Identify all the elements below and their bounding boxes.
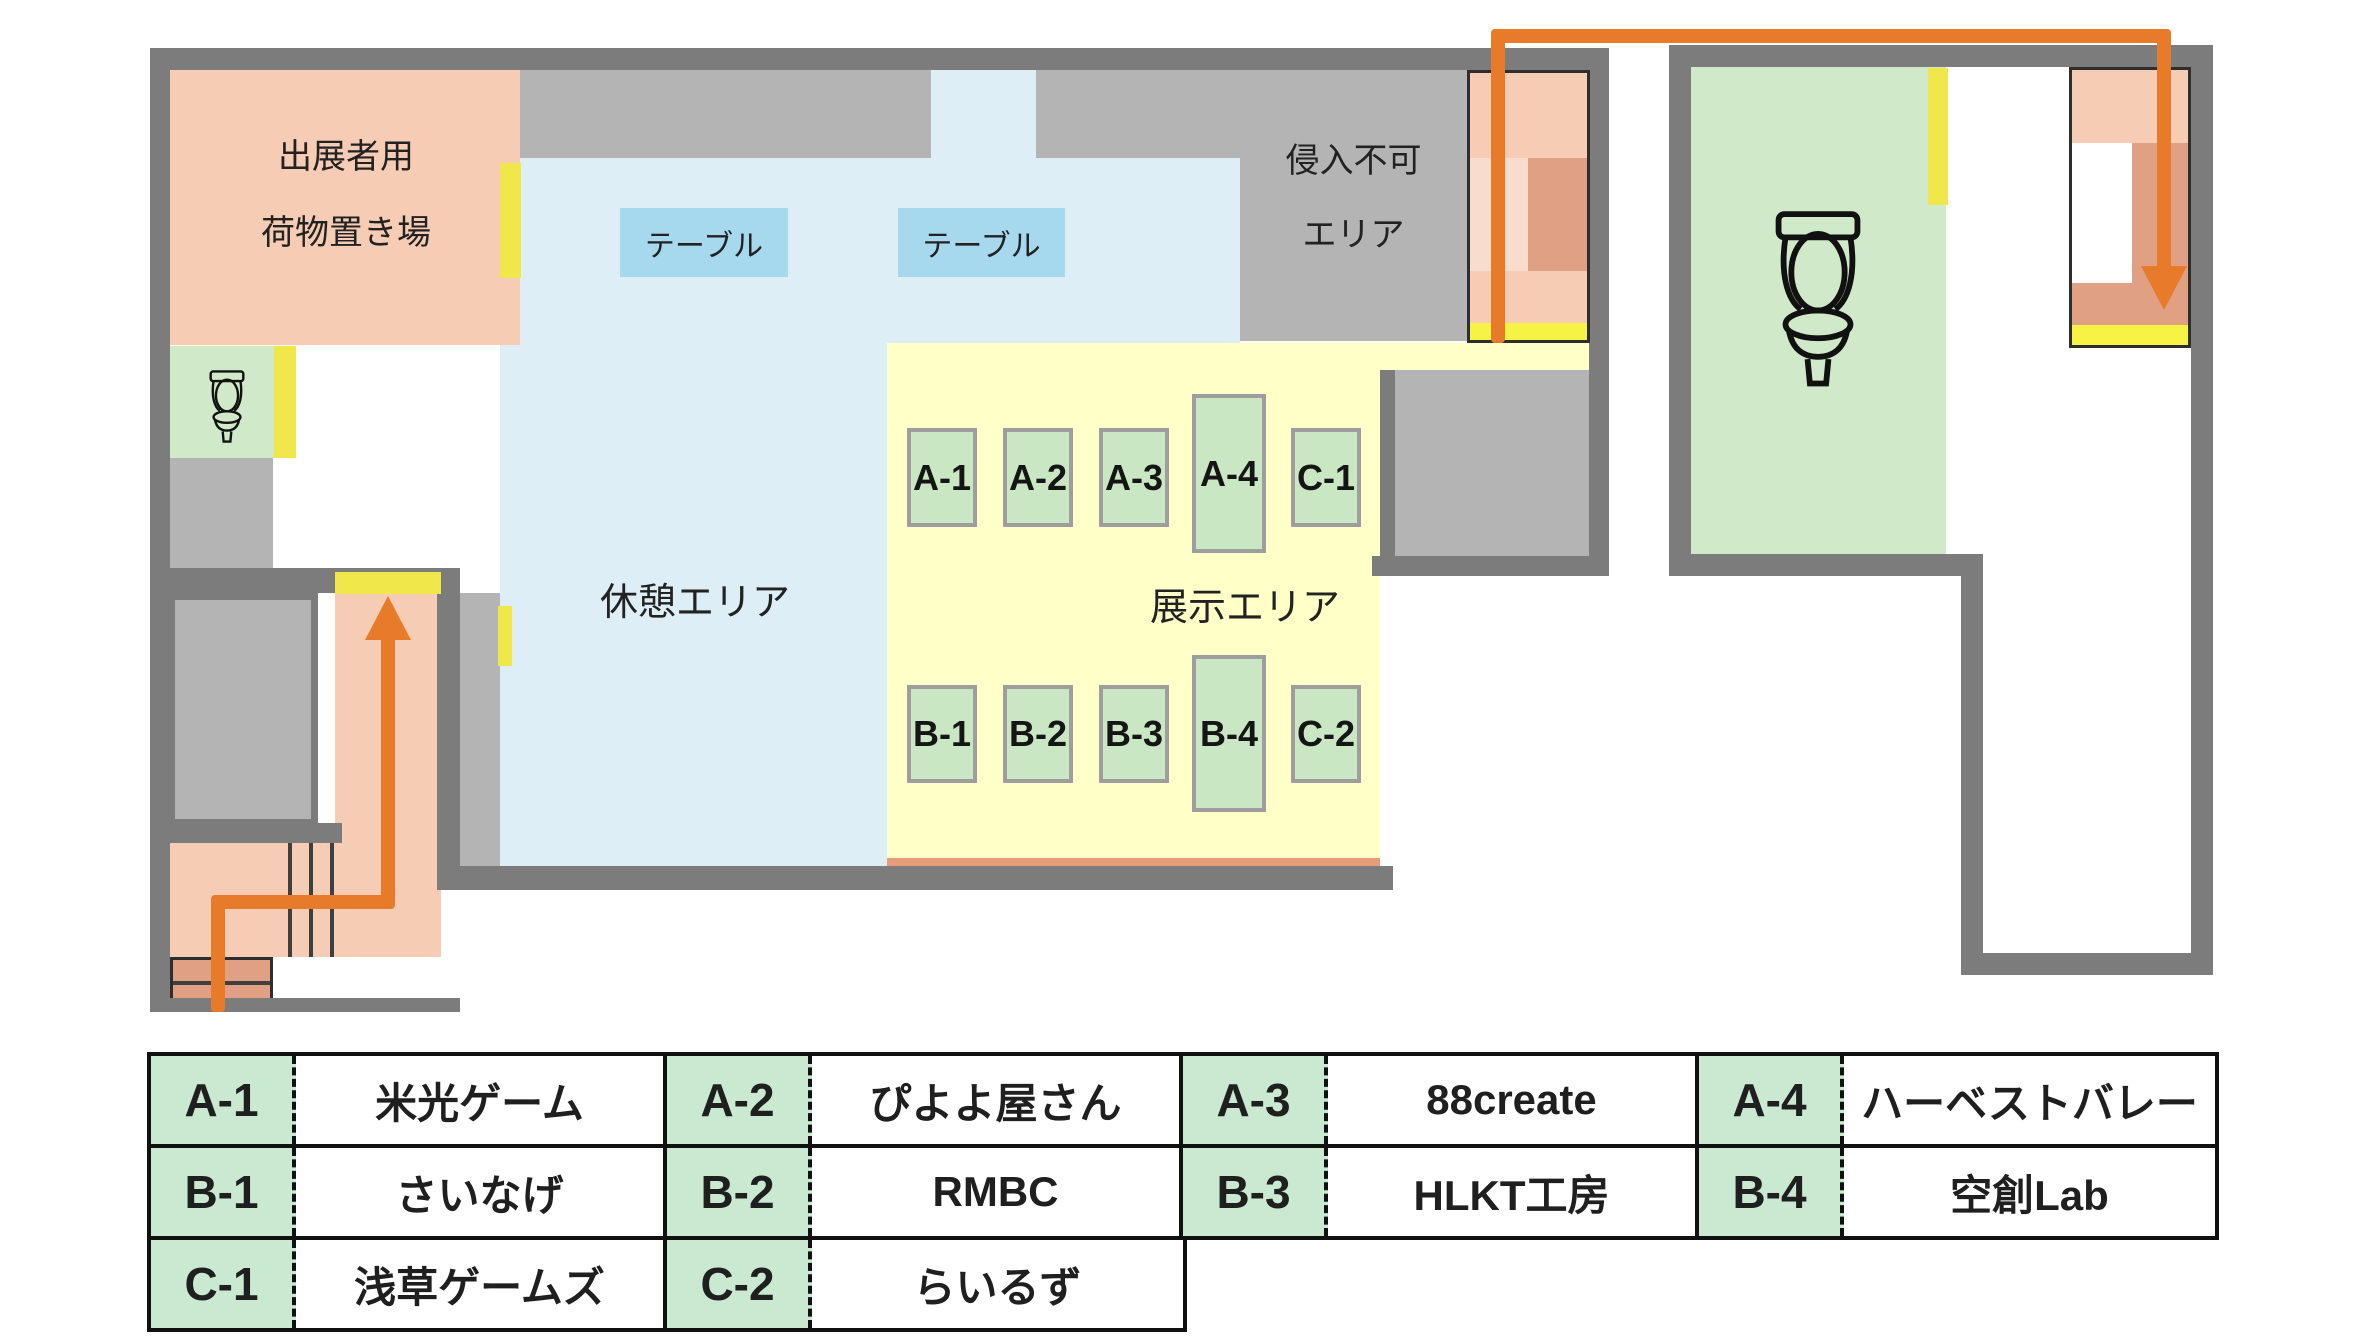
door-toilet-left (274, 346, 296, 458)
gray-block-left (170, 458, 273, 568)
top-gray-band-right (1036, 67, 1240, 158)
route-b-vertical (1491, 36, 1505, 343)
stairwell-main-top-right (1467, 70, 1590, 343)
legend-name-B-3: HLKT工房 (1328, 1148, 1699, 1236)
wall-top (150, 48, 1609, 70)
legend-name-C-2: らいるず (913, 1263, 1082, 1311)
route-arrow-down (2141, 266, 2187, 310)
legend-code-B-1: B-1 (151, 1148, 296, 1236)
legend-code-B-3: B-3 (1183, 1148, 1328, 1236)
legend-code-C-2: C-2 (667, 1240, 812, 1328)
route-a-horizontal (211, 895, 395, 909)
luggage-label-line1: 出展者用 (278, 138, 414, 176)
booth-C-1: C-1 (1291, 428, 1361, 527)
booth-B-2: B-2 (1003, 685, 1073, 783)
legend-name-B-1: さいなげ (296, 1148, 667, 1236)
legend-code-A-2: A-2 (667, 1056, 812, 1144)
rb-wall-right (2191, 45, 2213, 975)
wall-stair-right (437, 568, 460, 868)
legend-name-B-4: 空創Lab (1950, 1171, 2109, 1219)
table-2: テーブル (898, 208, 1065, 277)
toilet-icon (203, 368, 251, 446)
no-entry-label-line2: エリア (1302, 215, 1405, 254)
booth-A-4: A-4 (1192, 394, 1266, 553)
door-luggage (500, 163, 521, 278)
door-stairs-bottom-left (335, 572, 441, 594)
luggage-label: 出展者用 荷物置き場 (172, 120, 520, 270)
rb-wall-top (1669, 45, 2213, 67)
luggage-area (170, 70, 520, 345)
legend-name-A-2: ぴよよ屋さん (812, 1056, 1183, 1144)
legend-name-A-3: 88create (1328, 1056, 1699, 1144)
legend-name-C-1: 浅草ゲームズ (296, 1240, 667, 1328)
legend-code-C-1: C-1 (151, 1240, 296, 1328)
wall-right (1589, 48, 1609, 576)
door-stairwell-right (2072, 325, 2188, 345)
wall-left (150, 48, 170, 1010)
booth-C-2: C-2 (1291, 685, 1361, 783)
booth-A-1: A-1 (907, 428, 977, 527)
legend-name-B-2: RMBC (812, 1148, 1183, 1236)
top-gray-band-left (520, 67, 931, 158)
booth-B-3: B-3 (1099, 685, 1169, 783)
route-a-vertical2 (211, 902, 225, 1012)
toilet-room-left (170, 346, 274, 458)
rest-area-label: 休憩エリア (599, 581, 790, 624)
exhibition-area-label: 展示エリア (1149, 586, 1340, 629)
door-rest-area-side (498, 606, 512, 666)
legend-code-B-4: B-4 (1699, 1148, 1844, 1236)
door-toilet-right (1928, 68, 1948, 205)
gray-room-bottom-left (168, 593, 318, 826)
legend-name-A-1: 米光ゲーム (296, 1056, 667, 1144)
rb-wall-ext-bottom (1961, 953, 2213, 975)
table-1: テーブル (620, 208, 788, 277)
rb-wall-upper-bottom (1669, 554, 1983, 576)
booth-A-3: A-3 (1099, 428, 1169, 527)
wall-bottom-left (150, 998, 460, 1012)
no-entry-area (1240, 67, 1467, 341)
booth-B-1: B-1 (907, 685, 977, 783)
legend-code-B-2: B-2 (667, 1148, 812, 1236)
exhibition-bottom-line (887, 858, 1380, 866)
wall-exhibit-right (1380, 370, 1395, 556)
rest-area-main (500, 343, 887, 867)
right-gray-strip (1395, 370, 1589, 556)
wall-gray-room-top (150, 823, 342, 843)
route-b-horizontal (1491, 29, 2171, 43)
toilet-icon (1760, 180, 1876, 420)
route-arrow-up (365, 596, 411, 640)
route-a-vertical (381, 634, 395, 906)
exhibition-corridor (1380, 343, 1590, 370)
rest-area-top (500, 158, 1240, 343)
rb-wall-left (1669, 45, 1691, 576)
no-entry-label: 侵入不可 エリア (1240, 125, 1467, 270)
legend-code-A-4: A-4 (1699, 1056, 1844, 1144)
rb-wall-ext-left (1961, 554, 1983, 975)
rest-area-notch (931, 67, 1036, 162)
door-stairwell-main (1470, 323, 1587, 340)
booth-B-4: B-4 (1192, 655, 1266, 812)
no-entry-label-line1: 侵入不可 (1285, 141, 1422, 180)
wall-bottom (437, 866, 1393, 890)
legend-code-A-3: A-3 (1183, 1056, 1328, 1144)
stairs-steps-right (1528, 158, 1587, 271)
gray-strip-bottom-left (458, 593, 500, 867)
luggage-label-line2: 荷物置き場 (261, 214, 431, 252)
wall-bottom-right-close (1372, 556, 1609, 576)
legend-code-A-1: A-1 (151, 1056, 296, 1144)
legend-name-A-4: ハーベストバレー (1861, 1079, 2198, 1127)
booth-A-2: A-2 (1003, 428, 1073, 527)
route-b-vertical2 (2157, 29, 2171, 269)
